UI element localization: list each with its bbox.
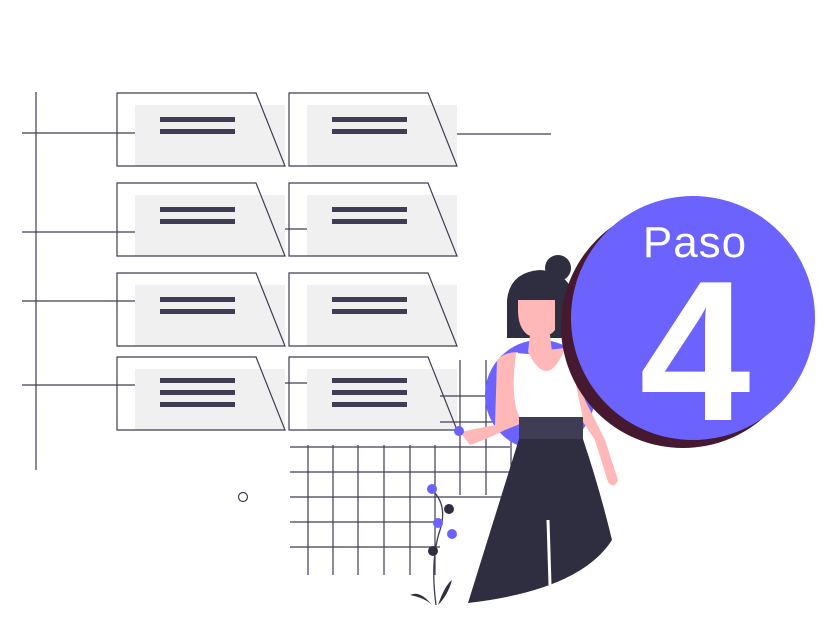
pants xyxy=(468,439,612,603)
card-grid xyxy=(116,92,458,431)
top xyxy=(513,348,583,418)
text-line-icon xyxy=(332,297,407,302)
card xyxy=(288,356,458,431)
text-line-icon xyxy=(332,207,407,212)
text-line-icon xyxy=(160,390,235,395)
text-line-icon xyxy=(332,219,407,224)
card xyxy=(116,272,286,347)
text-line-icon xyxy=(160,129,235,134)
arm-right xyxy=(575,355,618,486)
text-line-icon xyxy=(332,129,407,134)
badge-word: Paso xyxy=(642,218,748,267)
text-line-icon xyxy=(160,402,235,407)
text-line-icon xyxy=(160,309,235,314)
text-line-icon xyxy=(332,378,407,383)
small-ring xyxy=(237,491,249,503)
card xyxy=(288,272,458,347)
badge-circle xyxy=(571,196,815,440)
text-line-icon xyxy=(160,297,235,302)
person xyxy=(454,255,618,603)
card xyxy=(288,182,458,257)
text-line-icon xyxy=(332,402,407,407)
text-line-icon xyxy=(160,207,235,212)
belt xyxy=(519,417,583,439)
face xyxy=(518,300,555,338)
arm-left xyxy=(460,352,530,445)
connector-lines xyxy=(22,92,551,470)
mesh-grid xyxy=(290,360,512,575)
plant xyxy=(410,484,457,606)
card xyxy=(116,182,286,257)
text-line-icon xyxy=(332,390,407,395)
step-badge xyxy=(561,196,815,448)
text-line-icon xyxy=(332,117,407,122)
text-line-icon xyxy=(160,117,235,122)
card xyxy=(116,92,286,167)
hand-dot xyxy=(454,426,464,436)
badge-number: 4 xyxy=(639,240,751,463)
card xyxy=(116,356,286,431)
text-line-icon xyxy=(160,378,235,383)
card xyxy=(288,92,458,167)
text-line-icon xyxy=(332,309,407,314)
text-line-icon xyxy=(160,219,235,224)
